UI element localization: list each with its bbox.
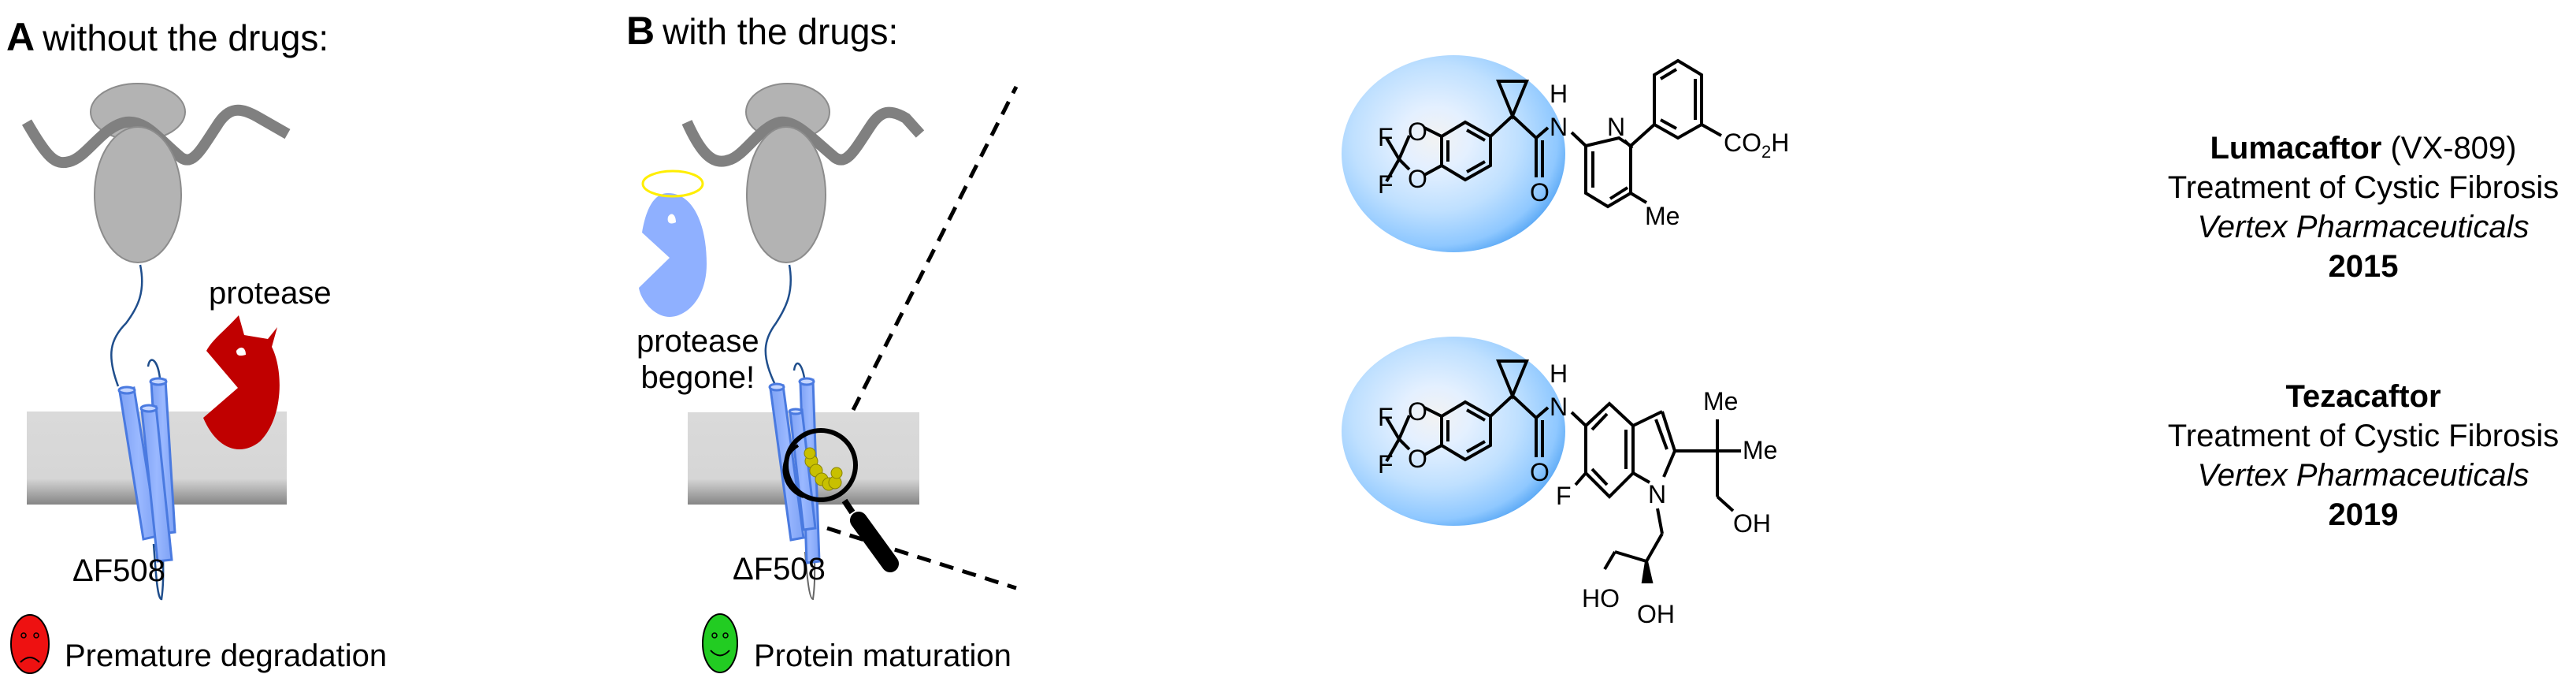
svg-text:O: O — [1530, 178, 1550, 207]
svg-text:F: F — [1378, 450, 1394, 479]
pharmacophore-highlight — [1342, 55, 1565, 252]
bound-drug-molecule-icon — [804, 447, 843, 491]
polypeptide-chain-a — [110, 264, 143, 387]
svg-text:H: H — [1550, 359, 1568, 388]
svg-text:F: F — [1378, 123, 1394, 151]
protease-label-b-line1: protease — [637, 324, 759, 359]
svg-text:OH: OH — [1733, 509, 1771, 538]
svg-text:Me: Me — [1645, 202, 1680, 230]
svg-text:N: N — [1550, 113, 1568, 141]
svg-text:F: F — [1378, 403, 1394, 431]
drug-name: Tezacaftor — [2285, 379, 2441, 414]
lumacaftor-atom-labels: FF OO O HN N Me CO2H — [1378, 80, 1789, 230]
svg-text:O: O — [1408, 445, 1427, 473]
outcome-label-a: Premature degradation — [65, 639, 388, 673]
panel-a-graphic — [21, 83, 291, 601]
pharmacophore-highlight — [1342, 337, 1565, 526]
drug-info-lumacaftor: Lumacaftor (VX-809) Treatment of Cystic … — [2151, 128, 2576, 286]
svg-text:OH: OH — [1637, 600, 1675, 628]
svg-text:F: F — [1556, 482, 1572, 510]
lumacaftor-structure — [1342, 55, 1722, 252]
ribosome-large-subunit-b — [746, 126, 826, 263]
outcome-label-b: Protein maturation — [754, 639, 1011, 673]
svg-text:Me: Me — [1743, 436, 1777, 464]
tezacaftor-structure — [1342, 337, 1741, 583]
tezacaftor-atom-labels: FF OO O HN F N Me Me OH HO OH — [1378, 359, 1777, 628]
drug-name: Lumacaftor — [2210, 131, 2382, 166]
panel-b-graphic — [639, 83, 1019, 601]
panel-a-letter: A — [6, 15, 35, 59]
svg-text:O: O — [1408, 397, 1427, 426]
zoom-dashed-line-bottom — [826, 526, 1017, 590]
protease-blue-angel-icon — [639, 169, 707, 317]
panel-b-letter: B — [626, 9, 655, 53]
svg-text:O: O — [1408, 165, 1427, 193]
drug-info-tezacaftor: Tezacaftor Treatment of Cystic Fibrosis … — [2151, 377, 2576, 534]
svg-text:HO: HO — [1582, 584, 1620, 613]
halo-icon — [641, 169, 704, 198]
panel-a-title: without the drugs: — [43, 17, 329, 58]
mutation-label-b: ΔF508 — [733, 552, 826, 587]
svg-text:N: N — [1648, 480, 1666, 508]
protease-label-a: protease — [209, 276, 332, 311]
svg-text:H: H — [1550, 80, 1568, 108]
svg-text:O: O — [1530, 458, 1550, 486]
drug-company: Vertex Pharmaceuticals — [2197, 458, 2530, 493]
drug-company: Vertex Pharmaceuticals — [2197, 210, 2530, 244]
ribosome-large-subunit-a — [94, 126, 182, 263]
drug-year: 2019 — [2328, 497, 2399, 532]
protease-red-icon — [203, 315, 280, 449]
svg-text:Me: Me — [1703, 387, 1738, 415]
cftr-helices-a — [117, 377, 176, 563]
zoom-dashed-line-top — [851, 85, 1019, 412]
mutation-label-a: ΔF508 — [72, 553, 165, 588]
drug-year: 2015 — [2328, 249, 2399, 284]
svg-text:O: O — [1408, 117, 1427, 146]
protease-label-b: protease begone! — [637, 323, 759, 396]
protease-label-b-line2: begone! — [640, 360, 755, 395]
happy-face-icon — [702, 613, 738, 673]
mrna-strand-b — [681, 106, 925, 167]
panel-b-title: with the drugs: — [663, 11, 899, 52]
svg-text:CO2H: CO2H — [1724, 128, 1789, 162]
polypeptide-chain-b — [764, 264, 792, 387]
drug-indication: Treatment of Cystic Fibrosis — [2167, 170, 2559, 205]
svg-text:N: N — [1607, 113, 1625, 141]
drug-indication: Treatment of Cystic Fibrosis — [2167, 419, 2559, 453]
drug-code: (VX-809) — [2390, 131, 2517, 166]
svg-text:N: N — [1550, 393, 1568, 421]
svg-text:F: F — [1378, 170, 1394, 199]
sad-face-icon — [10, 614, 50, 674]
